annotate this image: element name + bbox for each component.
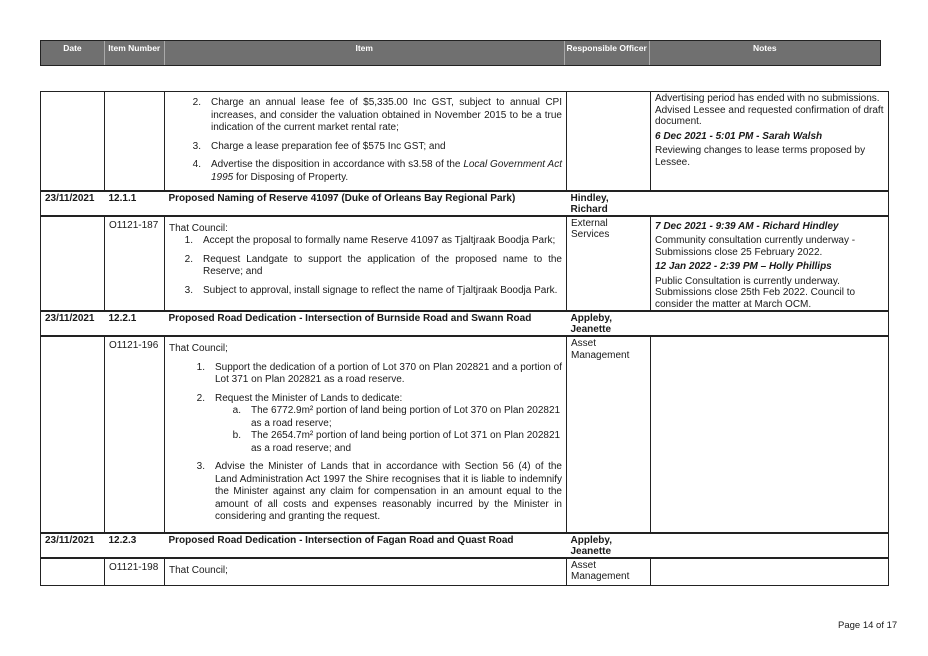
note-text: Advertising period has ended with no sub… bbox=[655, 93, 884, 127]
table-row: O1121-196 That Council; 1.Support the de… bbox=[40, 335, 889, 533]
table-header: Date Item Number Item Responsible Office… bbox=[40, 40, 881, 66]
table-row: 2.Charge an annual lease fee of $5,335.0… bbox=[40, 91, 889, 191]
item-header-row: 23/11/2021 12.2.1 Proposed Road Dedicati… bbox=[40, 310, 889, 337]
note-text: Community consultation currently underwa… bbox=[655, 235, 856, 258]
responsible-officer: Appleby, Jeanette bbox=[566, 310, 651, 337]
list-item: 3.Advise the Minister of Lands that in a… bbox=[196, 461, 562, 522]
header-responsible-officer: Responsible Officer bbox=[565, 41, 650, 65]
item-date: 23/11/2021 bbox=[40, 189, 105, 217]
list-item: 2.Request Landgate to support the applic… bbox=[184, 253, 562, 278]
note-text: Reviewing changes to lease terms propose… bbox=[655, 145, 866, 168]
item-title: Proposed Road Dedication - Intersection … bbox=[164, 531, 567, 559]
item-header-row: 23/11/2021 12.1.1 Proposed Naming of Res… bbox=[40, 189, 889, 217]
list-item: 1.Support the dedication of a portion of… bbox=[196, 361, 562, 386]
department: External Services bbox=[566, 215, 651, 312]
list-item: 4.Advertise the disposition in accordanc… bbox=[192, 159, 562, 183]
actions-table: 2.Charge an annual lease fee of $5,335.0… bbox=[40, 91, 889, 586]
list-item: 3.Subject to approval, install signage t… bbox=[184, 284, 558, 296]
list-item: 1.Accept the proposal to formally name R… bbox=[184, 235, 556, 246]
list-item: 2.Charge an annual lease fee of $5,335.0… bbox=[192, 97, 562, 133]
item-date: 23/11/2021 bbox=[40, 531, 105, 559]
item-title: Proposed Road Dedication - Intersection … bbox=[164, 310, 567, 337]
responsible-officer: Hindley, Richard bbox=[566, 189, 651, 217]
resolution-intro: That Council; bbox=[169, 564, 228, 576]
item-title: Proposed Naming of Reserve 41097 (Duke o… bbox=[164, 189, 567, 217]
list-item: 3.Charge a lease preparation fee of $575… bbox=[192, 140, 446, 152]
note-heading: 12 Jan 2022 - 2:39 PM – Holly Phillips bbox=[655, 261, 832, 272]
list-item: 2.Request the Minister of Lands to dedic… bbox=[196, 392, 403, 404]
note-heading: 7 Dec 2021 - 9:39 AM - Richard Hindley bbox=[655, 220, 839, 232]
resolution-number: O1121-187 bbox=[104, 215, 165, 312]
resolution-number: O1121-196 bbox=[104, 335, 165, 533]
note-text: Public Consultation is currently underwa… bbox=[655, 275, 856, 310]
resolution-intro: That Council: bbox=[169, 222, 228, 234]
item-number: 12.1.1 bbox=[104, 189, 165, 217]
table-row: O1121-198 That Council; Asset Management bbox=[40, 557, 889, 586]
resolution-number: O1121-198 bbox=[104, 557, 165, 586]
list-item: b.The 2654.7m² portion of land being por… bbox=[232, 430, 561, 454]
item-number: 12.2.1 bbox=[104, 310, 165, 337]
header-date: Date bbox=[41, 41, 105, 65]
department: Asset Management bbox=[566, 335, 651, 533]
responsible-officer: Appleby, Jeanette bbox=[566, 531, 651, 559]
note-heading: 6 Dec 2021 - 5:01 PM - Sarah Walsh bbox=[655, 130, 823, 142]
resolution-intro: That Council; bbox=[169, 343, 228, 354]
item-number: 12.2.3 bbox=[104, 531, 165, 559]
table-row: O1121-187 That Council: 1.Accept the pro… bbox=[40, 215, 889, 312]
header-item-number: Item Number bbox=[105, 41, 165, 65]
department: Asset Management bbox=[566, 557, 651, 586]
page-number: Page 14 of 17 bbox=[838, 620, 898, 631]
item-header-row: 23/11/2021 12.2.3 Proposed Road Dedicati… bbox=[40, 531, 889, 559]
header-notes: Notes bbox=[752, 43, 777, 53]
header-item: Item bbox=[165, 41, 565, 65]
list-item: a.The 6772.9m² portion of land being por… bbox=[232, 405, 561, 429]
item-date: 23/11/2021 bbox=[40, 310, 105, 337]
